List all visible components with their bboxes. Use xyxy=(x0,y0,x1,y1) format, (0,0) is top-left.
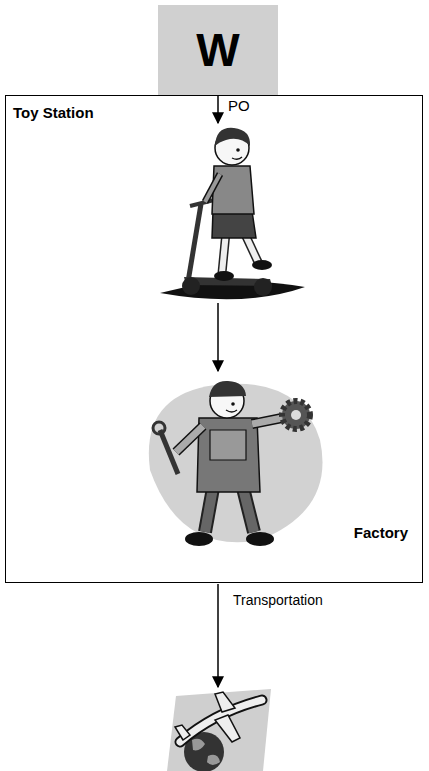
container-box: Toy StationFactory xyxy=(5,95,423,583)
child-on-scooter-illustration xyxy=(160,128,305,299)
illustration-part xyxy=(209,381,246,397)
illustration-part xyxy=(214,271,234,281)
flow-label: Transportation xyxy=(233,592,323,608)
illustration-part xyxy=(212,211,256,238)
illustration-part xyxy=(243,488,254,532)
illustration-part xyxy=(176,426,203,452)
flow-arrow xyxy=(217,584,219,687)
illustration-part xyxy=(232,157,242,159)
illustration-part xyxy=(215,128,250,146)
node-label: W xyxy=(158,5,278,95)
flow-arrow xyxy=(217,303,219,371)
illustration-part xyxy=(197,418,260,492)
illustration-part xyxy=(231,402,235,406)
illustration-part xyxy=(205,174,220,202)
illustration-part xyxy=(215,715,240,742)
illustration-part xyxy=(254,278,272,296)
illustration-part xyxy=(252,260,272,270)
illustration-part xyxy=(226,410,237,412)
illustration-part xyxy=(149,384,323,543)
illustration-part xyxy=(175,725,190,740)
factory-worker-illustration xyxy=(149,381,323,546)
illustration-part xyxy=(185,532,213,546)
factory-node: Factory xyxy=(141,368,416,553)
illustration-part xyxy=(210,430,246,460)
illustration-part xyxy=(205,174,220,202)
illustration-part xyxy=(215,692,235,712)
airplane-globe-illustration xyxy=(167,689,271,771)
flow-arrow xyxy=(217,95,219,123)
illustration-part xyxy=(252,418,282,424)
node-label: Factory xyxy=(354,524,408,541)
illustration-part xyxy=(243,488,254,532)
illustration-part xyxy=(153,422,165,434)
illustration-part xyxy=(176,426,203,452)
illustration-part xyxy=(167,689,271,771)
illustration-part xyxy=(160,430,178,474)
illustration-part xyxy=(246,532,274,546)
illustration-part xyxy=(291,410,301,420)
source-box: W xyxy=(158,5,278,95)
illustration-part xyxy=(282,401,310,429)
illustration-part xyxy=(192,739,220,765)
illustration-part xyxy=(236,148,240,152)
illustration-part xyxy=(188,204,201,282)
illustration-part xyxy=(205,488,213,532)
illustration-part xyxy=(252,418,282,424)
illustration-part xyxy=(190,200,214,206)
illustration-part xyxy=(182,277,200,295)
illustration-part xyxy=(205,488,213,532)
node-label: Toy Station xyxy=(13,104,94,121)
edge-label: PO xyxy=(228,97,250,114)
